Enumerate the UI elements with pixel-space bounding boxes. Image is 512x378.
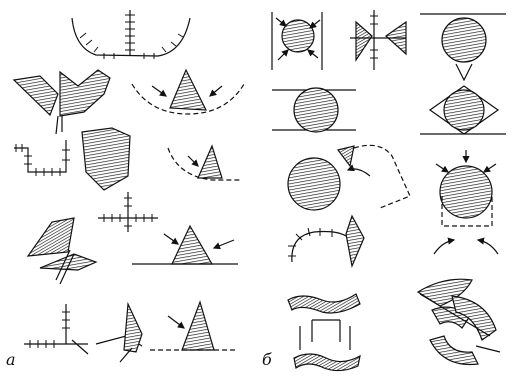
circle-with-triangle <box>420 14 506 80</box>
circle-with-dashed-piece <box>288 145 410 210</box>
circle-in-diamond <box>420 86 506 134</box>
curved-seam-piece <box>288 216 364 266</box>
u-seam-diagram <box>72 10 190 59</box>
corner-seam <box>14 128 130 190</box>
circle-patch-insert <box>272 12 322 70</box>
torn-fabric-pieces <box>14 70 110 134</box>
triangle-dashed-curve <box>132 70 244 114</box>
circle-between-lines <box>272 88 356 132</box>
cross-seam-and-triangles <box>28 192 238 284</box>
panel-label-a: а <box>6 350 16 369</box>
panel-label-b: б <box>262 350 272 369</box>
panel-b <box>272 10 506 371</box>
bottom-row-a <box>24 302 236 362</box>
panel-a <box>14 10 244 362</box>
small-triangle-dashed <box>168 146 242 180</box>
circle-square-arrows <box>434 150 498 254</box>
bottom-row-b <box>288 279 500 370</box>
bowtie-cross-seam <box>350 10 406 70</box>
